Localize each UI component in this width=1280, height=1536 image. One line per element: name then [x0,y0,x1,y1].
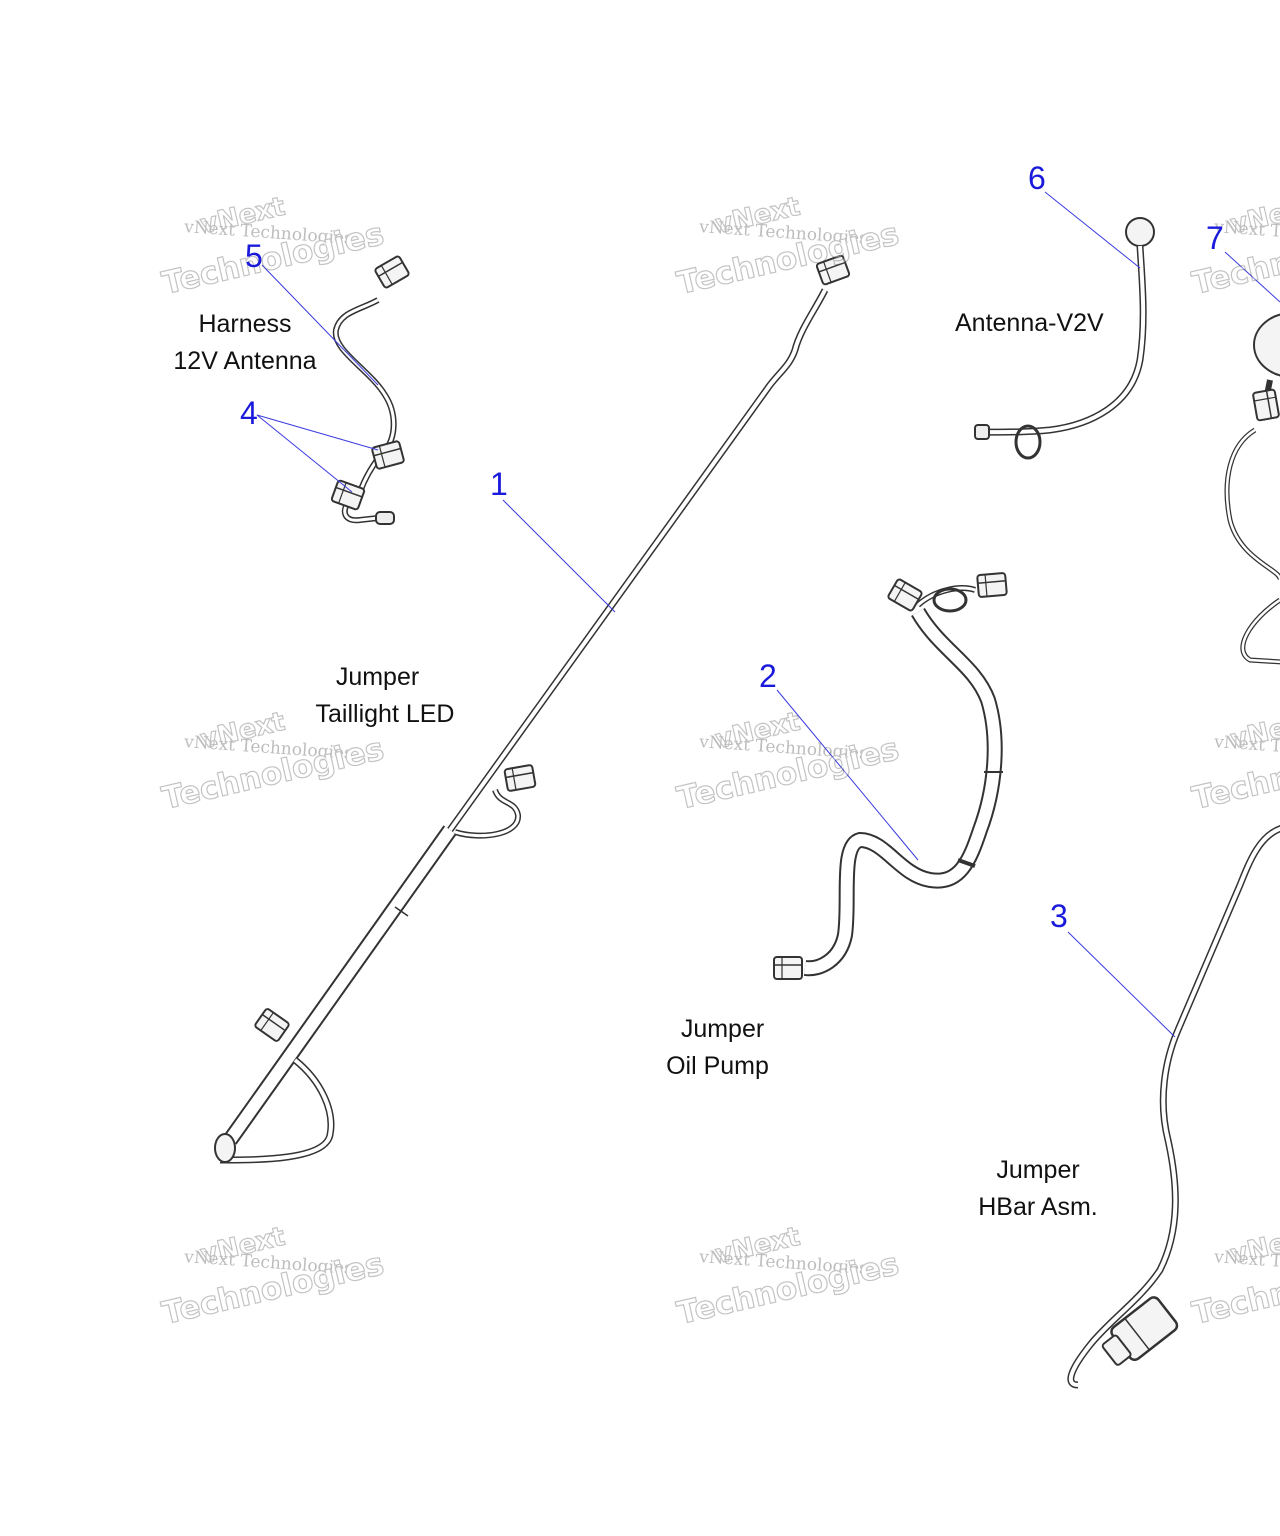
label-line: Oil Pump [666,1052,769,1080]
leader-6 [1044,191,1141,269]
label-jumper-hbar-asm: Jumper HBar Asm. [968,1152,1108,1226]
label-line: 12V Antenna [173,347,317,375]
label-harness-12v-antenna: Harness 12V Antenna [160,306,330,380]
callout-3: 3 [1050,898,1068,934]
callout-4: 4 [240,395,258,431]
jumper-oil-pump-drawing [773,571,1008,980]
label-line: HBar Asm. [978,1193,1098,1221]
label-line: Taillight LED [315,700,455,728]
callout-6: 6 [1028,160,1046,196]
label-line: Harness [198,310,292,338]
jumper-taillight-led-drawing [214,253,851,1164]
leader-3 [1067,931,1176,1038]
harness-12v-antenna-drawing [330,254,411,525]
label-antenna-v2v: Antenna-V2V [955,309,1104,337]
leader-7 [1224,251,1280,303]
jumper-hbar-asm-drawing [1067,825,1280,1389]
leader-1 [502,499,616,613]
label-line: Jumper [680,1015,765,1043]
callout-1: 1 [490,466,508,502]
label-line: Jumper [335,663,420,691]
leader-4a [256,414,379,451]
part-7-drawing [1224,313,1280,665]
callout-2: 2 [759,658,777,694]
leader-4b [256,414,353,493]
callout-5: 5 [245,238,263,274]
callout-7: 7 [1206,220,1224,256]
leader-5 [261,264,379,386]
antenna-v2v-drawing [974,217,1155,460]
leader-2 [776,689,919,861]
label-jumper-oil-pump: Jumper Oil Pump [655,1011,780,1085]
label-line: Jumper [996,1156,1080,1184]
leader-lines [256,191,1280,1038]
label-jumper-taillight-led: Jumper Taillight LED [305,659,465,733]
